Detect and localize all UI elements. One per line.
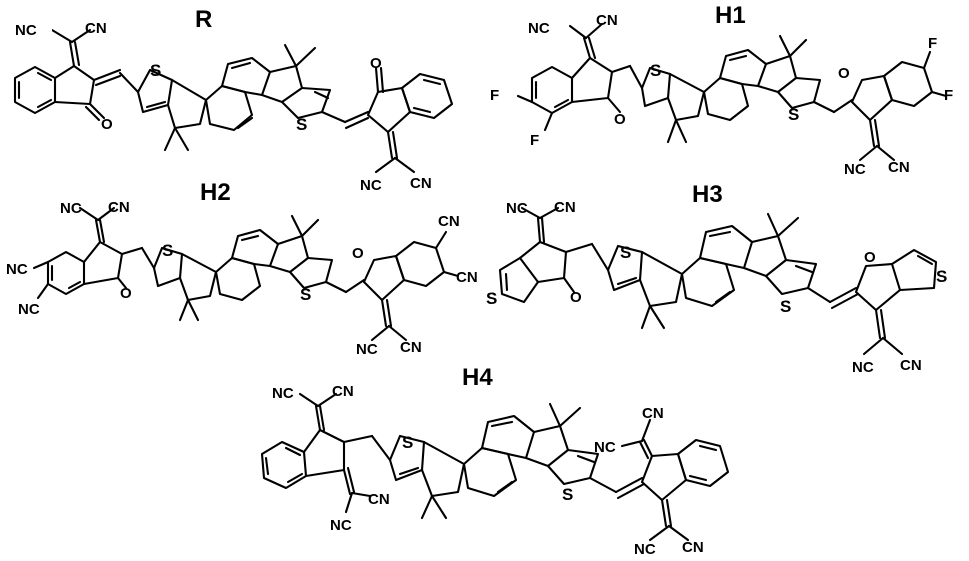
atom-label: O — [570, 289, 582, 306]
atom-label: NC — [594, 439, 616, 456]
atom-label: F — [928, 35, 937, 52]
molecule-h3: H3 — [486, 181, 947, 376]
atom-label: CN — [438, 213, 460, 230]
atom-label: O — [864, 249, 876, 266]
atom-label: CN — [554, 199, 576, 216]
atom-label: CN — [85, 20, 107, 37]
molecule-r: R — [12, 6, 454, 194]
atom-label: S — [150, 61, 161, 80]
atom-label: CN — [410, 175, 432, 192]
atom-label: NC — [506, 200, 528, 217]
atom-label: CN — [332, 383, 354, 400]
atom-label: CN — [456, 269, 478, 286]
molecule-label: H4 — [462, 364, 493, 391]
atom-label: NC — [852, 359, 874, 376]
molecule-h1-bonds — [516, 22, 948, 162]
atom-label: NC — [360, 177, 382, 194]
atom-label: CN — [368, 491, 390, 508]
atom-label: S — [300, 285, 311, 304]
atom-label: NC — [528, 20, 550, 37]
atom-label: CN — [900, 357, 922, 374]
atom-label: O — [101, 116, 113, 133]
atom-label: S — [486, 289, 497, 308]
atom-label: O — [614, 111, 626, 128]
atom-label: S — [780, 297, 791, 316]
atom-label: NC — [18, 301, 40, 318]
atom-label: O — [120, 285, 132, 302]
atom-label: S — [650, 61, 661, 80]
atom-label: CN — [682, 539, 704, 556]
molecule-h4: H4 — [260, 364, 730, 558]
atom-label: S — [936, 267, 947, 286]
atom-label: NC — [60, 200, 82, 217]
atom-label: F — [530, 132, 539, 149]
molecule-h2-bonds — [32, 206, 460, 342]
molecule-label: R — [195, 6, 212, 33]
atom-label: F — [490, 87, 499, 104]
molecule-label: H2 — [200, 179, 231, 206]
atom-label: CN — [642, 405, 664, 422]
atom-label: O — [838, 65, 850, 82]
atom-label: CN — [888, 159, 910, 176]
atom-label: NC — [6, 261, 28, 278]
atom-label: S — [562, 485, 573, 504]
atom-label: NC — [356, 341, 378, 358]
atom-label: NC — [330, 517, 352, 534]
molecule-h3-bonds — [498, 206, 938, 356]
molecule-label: H3 — [692, 181, 723, 208]
atom-label: O — [352, 245, 364, 262]
molecule-h2: H2 — [6, 179, 478, 358]
atom-label: S — [788, 105, 799, 124]
atom-label: S — [296, 115, 307, 134]
atom-label: F — [944, 87, 953, 104]
molecule-h4-bonds — [260, 392, 730, 542]
atom-label: S — [620, 243, 631, 262]
atom-label: CN — [108, 199, 130, 216]
atom-label: NC — [15, 22, 37, 39]
molecule-h1: H1 — [490, 2, 953, 178]
atom-label: CN — [596, 12, 618, 29]
molecule-label: H1 — [715, 2, 746, 29]
atom-label: CN — [400, 339, 422, 356]
atom-label: S — [402, 433, 413, 452]
atom-label: NC — [634, 541, 656, 558]
atom-label: S — [162, 241, 173, 260]
molecule-r-bonds — [13, 28, 454, 174]
atom-label: NC — [272, 385, 294, 402]
atom-label: O — [370, 55, 382, 72]
atom-label: NC — [844, 161, 866, 178]
